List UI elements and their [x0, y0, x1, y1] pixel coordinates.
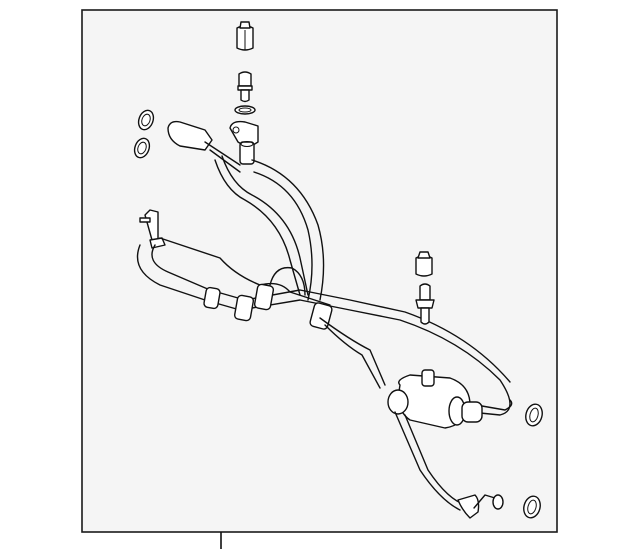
o-ring-upper-icon: [234, 105, 256, 115]
hose-assembly-icon: [136, 120, 513, 519]
o-ring-left-1-icon: [137, 109, 155, 131]
valve-core-right-icon: [415, 283, 435, 325]
valve-core-upper-icon: [237, 71, 253, 103]
cap-upper-icon: [236, 21, 254, 51]
diagram-frame: [81, 9, 558, 533]
o-ring-right-1-icon: [525, 403, 543, 427]
o-ring-left-2-icon: [133, 137, 151, 159]
o-ring-right-2-icon: [523, 495, 541, 519]
cap-right-icon: [415, 251, 433, 277]
